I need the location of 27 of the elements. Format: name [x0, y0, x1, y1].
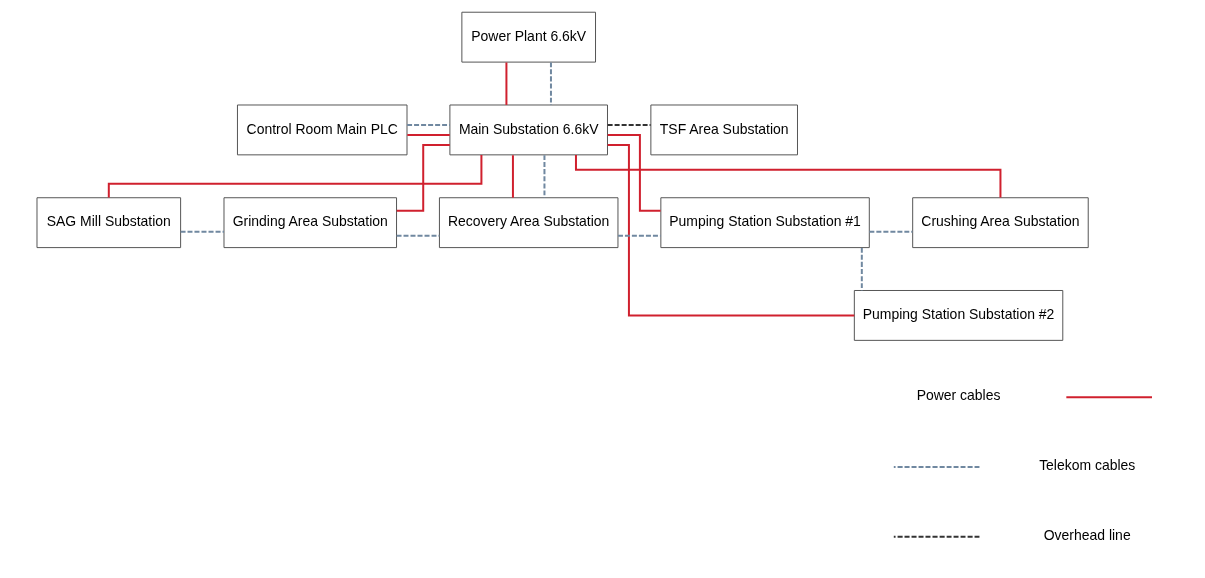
connector: [606, 143, 856, 317]
node-box: TSF Area Substation: [650, 104, 798, 156]
node-box: Main Substation 6.6kV: [449, 104, 608, 156]
connector: [549, 61, 552, 106]
connector: [868, 230, 914, 233]
node-box: SAG Mill Substation: [36, 197, 182, 249]
connector: [543, 154, 546, 199]
node-box: Control Room Main PLC: [236, 104, 408, 156]
node-box: Pumping Station Substation #2: [853, 290, 1064, 341]
connector: [107, 153, 483, 199]
connector: [395, 143, 451, 212]
node-box: Power Plant 6.6kV: [461, 11, 596, 63]
connector: [606, 123, 652, 126]
node-box: Crushing Area Substation: [912, 197, 1089, 249]
connector: [606, 133, 662, 212]
node-box: Pumping Station Substation #1: [660, 197, 870, 249]
connector: [395, 234, 441, 237]
connector: [406, 123, 451, 126]
connector: [406, 133, 451, 136]
node-box: Grinding Area Substation: [223, 197, 398, 249]
legend-label: Overhead line: [1043, 527, 1131, 544]
node-box: Recovery Area Substation: [438, 197, 619, 249]
connector: [179, 230, 225, 233]
connector: [511, 154, 514, 199]
connector: [505, 61, 508, 106]
legend-label: Power cables: [916, 387, 1001, 404]
legend-label: Telekom cables: [1039, 457, 1136, 474]
